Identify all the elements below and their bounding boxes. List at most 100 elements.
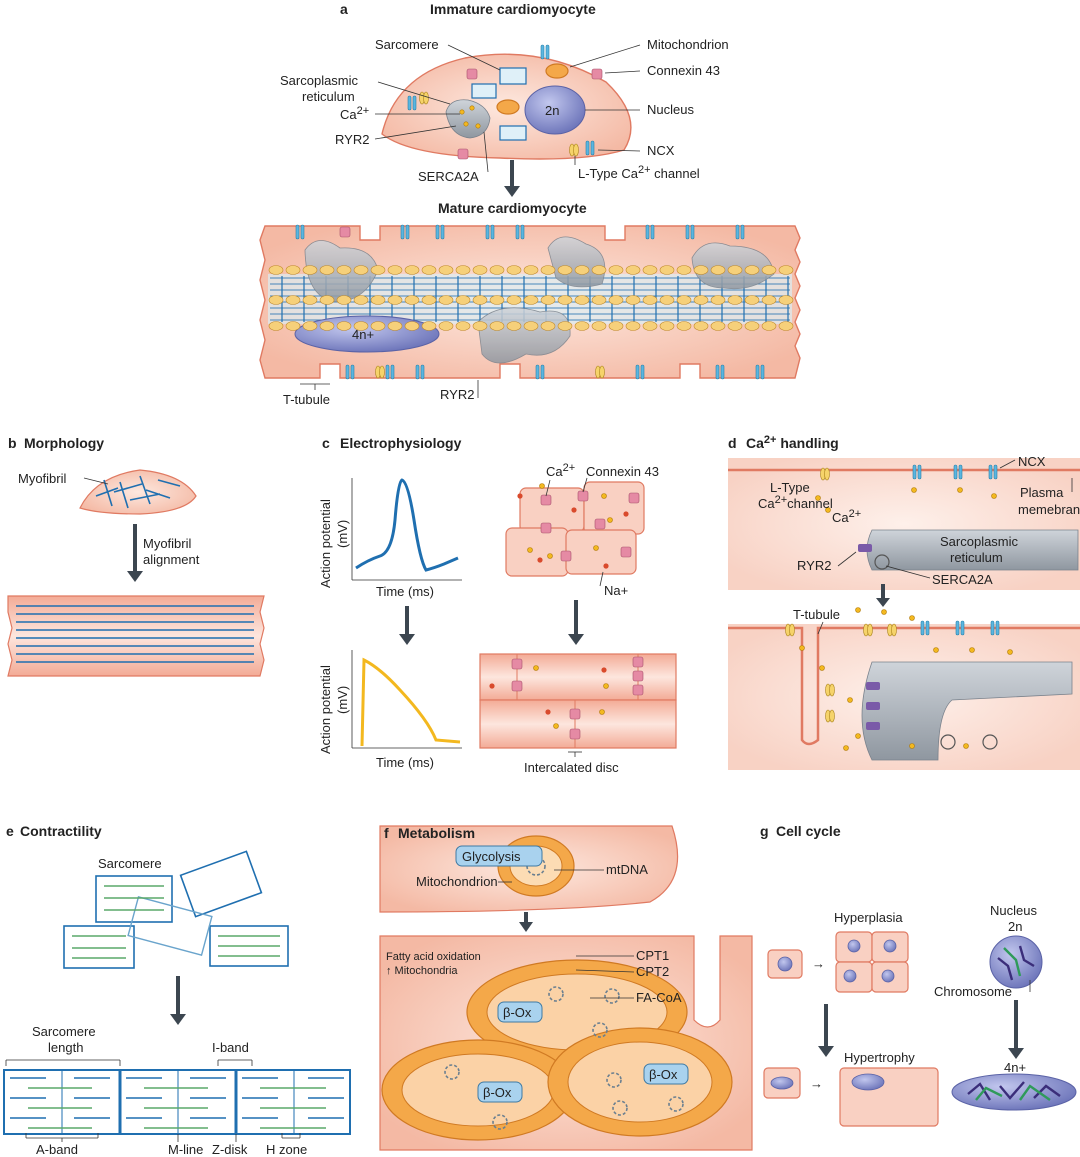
- serca-icon: [874, 554, 890, 570]
- beta-ox-boxes: [477, 1001, 689, 1103]
- e-length-2: length: [48, 1040, 83, 1055]
- arrow-glyph-2: →: [810, 1076, 823, 1091]
- panel-c-title: Electrophysiology: [340, 435, 462, 451]
- g-2n-label: 2n: [1008, 919, 1022, 934]
- g-nucleus-label: Nucleus: [990, 903, 1037, 918]
- glycolysis-box: [455, 845, 543, 867]
- e-zdisk-label: Z-disk: [212, 1142, 248, 1157]
- e-mline-label: M-line: [168, 1142, 203, 1157]
- panel-g: g Cell cycle → Hyperplasia → Hypertrophy…: [760, 823, 1077, 1127]
- ap-y-label-2: (mV): [335, 520, 350, 548]
- mito-up-label: ↑ Mitochondria: [386, 965, 458, 977]
- d-plasma-2: memebrane: [1018, 502, 1080, 517]
- panel-d: d Ca2+ handling NCX L-Type Ca2+channel P…: [728, 434, 1080, 770]
- chromosome-label: Chromosome: [934, 984, 1012, 999]
- nucleus-2n-label: 2n: [545, 103, 559, 118]
- glycolysis-label: Glycolysis: [462, 849, 521, 864]
- ap-x-label-1: Time (ms): [376, 584, 434, 599]
- ryr2-icon: [858, 544, 872, 552]
- mtdna-rings: [444, 986, 684, 1130]
- d-ca-label: Ca2+: [832, 508, 861, 525]
- panel-b: b Morphology Myofibril Myofibril alignme…: [7, 435, 265, 677]
- arrow-glyph-1: →: [812, 956, 825, 971]
- myofibril-label: Myofibril: [18, 471, 67, 486]
- aligned-myofibrils: [16, 605, 254, 663]
- f-mito-label: Mitochondrion: [416, 874, 498, 889]
- aligned-sarcomeres: [3, 1069, 351, 1135]
- hyperplasia-cells: [835, 931, 909, 993]
- beta-ox-label-2: β-Ox: [483, 1085, 512, 1100]
- hypertrophy-cell: [839, 1067, 939, 1127]
- mature-title: Mature cardiomyocyte: [438, 200, 587, 216]
- ap-y-label-3: Action potential: [318, 665, 333, 754]
- panel-d-letter: d: [728, 435, 737, 451]
- panel-a: a Immature cardiomyocyte 2n Sarcomere Mi…: [259, 1, 801, 407]
- ap-y-label-4: (mV): [335, 686, 350, 714]
- sr-label-1: Sarcoplasmic: [280, 73, 359, 88]
- sr-immature: [445, 99, 491, 139]
- panel-b-title: Morphology: [24, 435, 104, 451]
- immature-myocyte-b: [79, 469, 197, 515]
- ap-mature-curve: [360, 657, 461, 747]
- d-plasma-1: Plasma: [1020, 485, 1064, 500]
- panel-f-title: Metabolism: [398, 825, 475, 841]
- panel-d-title: Ca2+ handling: [746, 434, 839, 451]
- t-tubule-label: T-tubule: [283, 392, 330, 407]
- c-na-label: Na+: [604, 583, 628, 598]
- ncx-label: NCX: [647, 143, 675, 158]
- hyperplasia-label: Hyperplasia: [834, 910, 903, 925]
- mtdna-label: mtDNA: [606, 862, 648, 877]
- d-serca-label: SERCA2A: [932, 572, 993, 587]
- e-sarcomere-label: Sarcomere: [98, 856, 162, 871]
- e-aband-label: A-band: [36, 1142, 78, 1157]
- sarcomere-icon: [471, 67, 527, 141]
- beta-ox-label-1: β-Ox: [503, 1005, 532, 1020]
- ryr2-label: RYR2: [335, 132, 369, 147]
- d-t-tubule-label: T-tubule: [793, 607, 840, 622]
- mitochondria-row: [268, 265, 794, 331]
- panel-g-letter: g: [760, 823, 769, 839]
- panel-e-title: Contractility: [20, 823, 102, 839]
- nucleus-label: Nucleus: [647, 102, 694, 117]
- cpt2-label: CPT2: [636, 964, 669, 979]
- ltype-label: L-Type Ca2+ channel: [578, 164, 700, 181]
- ap-y-label-1: Action potential: [318, 499, 333, 588]
- panel-f-letter: f: [384, 825, 389, 841]
- e-length-1: Sarcomere: [32, 1024, 96, 1039]
- panel-a-letter: a: [340, 1, 348, 17]
- c-ca-label: Ca2+: [546, 462, 575, 479]
- ryr2-mature-label: RYR2: [440, 387, 474, 402]
- e-hzone-label: H zone: [266, 1142, 307, 1157]
- nucleus-4n-label: 4n+: [352, 327, 374, 342]
- panel-c-letter: c: [322, 435, 330, 451]
- panel-e: e Contractility Sarcomere Sarcomere leng…: [3, 823, 351, 1157]
- d-ltype-2: Ca2+channel: [758, 494, 833, 511]
- mitochondrion-label: Mitochondrion: [647, 37, 729, 52]
- fa-coa-label: FA-CoA: [636, 990, 682, 1005]
- panel-b-letter: b: [8, 435, 17, 451]
- alignment-label-2: alignment: [143, 552, 200, 567]
- d-sr-1: Sarcoplasmic: [940, 534, 1019, 549]
- panel-c: c Electrophysiology Action potential (mV…: [318, 435, 677, 775]
- alignment-label-1: Myofibril: [143, 536, 192, 551]
- c-connexin-label: Connexin 43: [586, 464, 659, 479]
- ap-x-label-2: Time (ms): [376, 755, 434, 770]
- fao-label: Fatty acid oxidation: [386, 951, 481, 963]
- connexin-label: Connexin 43: [647, 63, 720, 78]
- panel-e-letter: e: [6, 823, 14, 839]
- ap-immature-curve: [355, 478, 459, 572]
- ca-label: Ca2+: [340, 105, 369, 122]
- d-ncx-label: NCX: [1018, 454, 1046, 469]
- panel-g-title: Cell cycle: [776, 823, 841, 839]
- sr-d-bottom: [861, 661, 1073, 761]
- t-tubule-membrane: [728, 626, 1080, 746]
- d-sr-2: reticulum: [950, 550, 1003, 565]
- sarcomere-label: Sarcomere: [375, 37, 439, 52]
- cpt1-label: CPT1: [636, 948, 669, 963]
- sr-d-top: [866, 529, 1079, 571]
- disorganized-myofibrils: [95, 475, 181, 509]
- intercalated-label: Intercalated disc: [524, 760, 619, 775]
- disorganized-sarcomeres: [63, 850, 289, 969]
- serca-label: SERCA2A: [418, 169, 479, 184]
- panel-f: f Metabolism Glycolysis mtDNA Mitochondr…: [379, 825, 753, 1151]
